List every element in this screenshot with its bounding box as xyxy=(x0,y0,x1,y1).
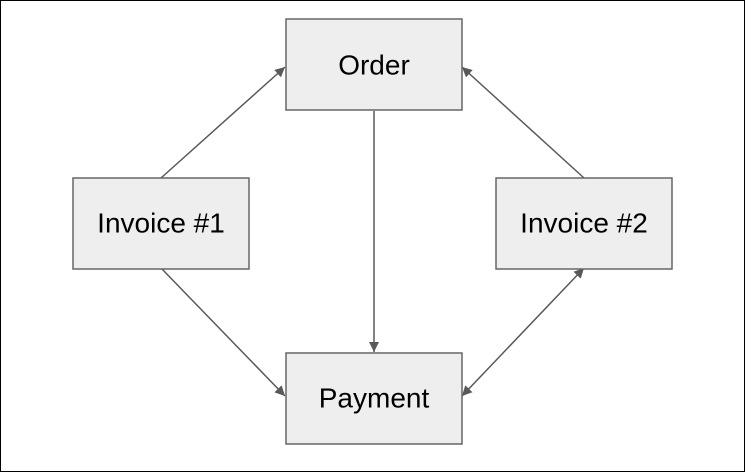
edge-invoice1-to-order xyxy=(160,66,286,179)
node-invoice-1-label: Invoice #1 xyxy=(97,207,225,238)
node-invoice-2[interactable]: Invoice #2 xyxy=(495,177,673,270)
edge-invoice2-to-order xyxy=(461,66,585,179)
node-invoice-1[interactable]: Invoice #1 xyxy=(72,177,250,270)
node-invoice-1-box xyxy=(72,177,250,270)
node-order[interactable]: Order xyxy=(285,18,463,111)
node-payment-label: Payment xyxy=(319,382,430,413)
node-payment-box xyxy=(285,352,463,445)
node-order-box xyxy=(285,18,463,111)
node-invoice-2-box xyxy=(495,177,673,270)
edge-invoice2-to-payment xyxy=(461,267,585,397)
node-order-label: Order xyxy=(338,49,410,80)
edge-invoice1-to-payment xyxy=(160,267,286,397)
node-payment[interactable]: Payment xyxy=(285,352,463,445)
node-invoice-2-label: Invoice #2 xyxy=(520,207,648,238)
